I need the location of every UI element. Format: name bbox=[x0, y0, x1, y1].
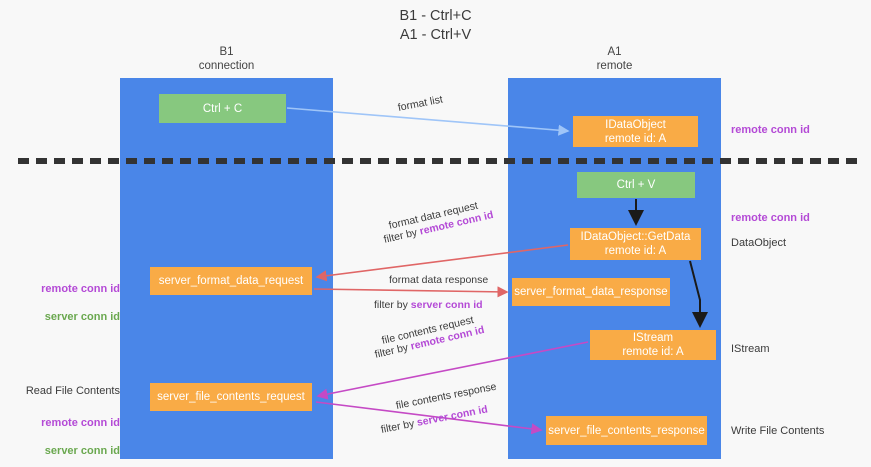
right-label-remote-conn-id-mid: remote conn id bbox=[731, 212, 810, 224]
filter-by-text: filter by bbox=[379, 417, 419, 436]
left-label-server-conn-id-2: server conn id bbox=[44, 445, 120, 457]
right-label-istream: IStream bbox=[731, 343, 770, 355]
node-istream[interactable]: IStream remote id: A bbox=[590, 330, 716, 360]
right-label-dataobject: DataObject bbox=[731, 237, 787, 249]
left-label-read-file-contents: Read File Contents bbox=[25, 385, 120, 397]
node-server-file-contents-request[interactable]: server_file_contents_request bbox=[150, 383, 312, 411]
edge-label-format-list: format list bbox=[396, 93, 444, 114]
node-server-file-contents-response[interactable]: server_file_contents_response bbox=[546, 416, 707, 445]
edge-label-format-data-response: format data response bbox=[389, 274, 489, 286]
node-server-format-data-response[interactable]: server_format_data_response bbox=[512, 278, 670, 306]
left-label-remote-conn-id: remote conn id bbox=[41, 283, 120, 295]
left-label-conn-ids-2: remote conn id server conn id bbox=[18, 402, 120, 467]
left-label-conn-ids: remote conn id server conn id bbox=[18, 268, 120, 338]
node-idataobject-getdata[interactable]: IDataObject::GetData remote id: A bbox=[570, 228, 701, 260]
filter-by-text: filter by bbox=[374, 299, 411, 311]
node-idataobject[interactable]: IDataObject remote id: A bbox=[573, 116, 698, 147]
right-label-remote-conn-id-top: remote conn id bbox=[731, 124, 810, 136]
filter-by-text: filter by bbox=[382, 225, 422, 246]
server-conn-id-text: server conn id bbox=[410, 299, 483, 311]
column-header-a1: A1 remote bbox=[596, 46, 633, 72]
right-label-write-file-contents: Write File Contents bbox=[731, 425, 825, 437]
node-ctrl-v[interactable]: Ctrl + V bbox=[577, 172, 695, 198]
left-label-server-conn-id: server conn id bbox=[44, 311, 120, 323]
left-label-remote-conn-id-2: remote conn id bbox=[41, 417, 120, 429]
edge-label-filter-by-server-conn-id-1: filter by server conn id bbox=[374, 298, 483, 312]
filter-by-text: filter by bbox=[373, 340, 413, 361]
server-conn-id-text: server conn id bbox=[415, 403, 489, 429]
node-server-format-data-request[interactable]: server_format_data_request bbox=[150, 267, 312, 295]
column-header-b1: B1 connection bbox=[198, 46, 255, 72]
page-title: B1 - Ctrl+C A1 - Ctrl+V bbox=[399, 8, 472, 43]
node-ctrl-c[interactable]: Ctrl + C bbox=[159, 94, 286, 123]
